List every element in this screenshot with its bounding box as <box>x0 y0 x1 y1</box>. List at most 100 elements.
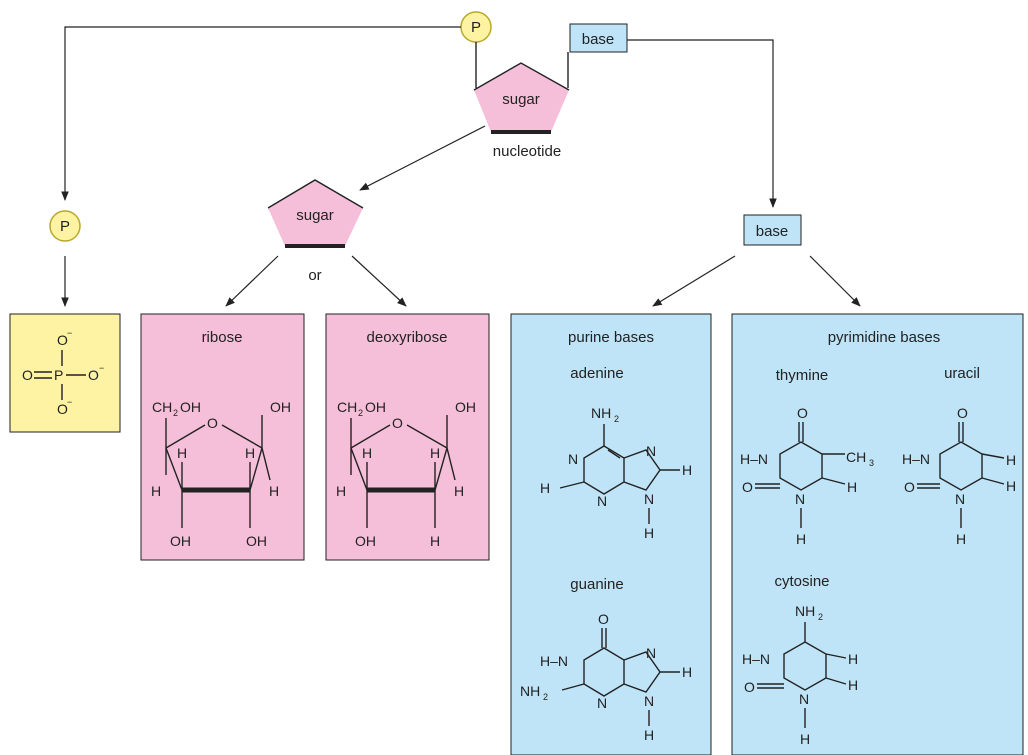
svg-text:OH: OH <box>246 533 267 549</box>
svg-text:H: H <box>454 483 464 499</box>
sugar-pentagon <box>268 180 363 246</box>
svg-text:O: O <box>797 405 808 421</box>
svg-text:N: N <box>795 491 805 507</box>
nucleotide-phosphate-label: P <box>471 19 481 36</box>
svg-text:OH: OH <box>355 533 376 549</box>
uracil-label: uracil <box>944 365 980 382</box>
thymine-structure: O H–N O CH 3 H N H <box>740 405 874 547</box>
svg-text:2: 2 <box>543 692 548 702</box>
svg-text:H: H <box>847 479 857 495</box>
svg-text:O: O <box>57 332 68 348</box>
svg-text:H: H <box>245 445 255 461</box>
svg-text:O: O <box>957 405 968 421</box>
svg-text:N: N <box>646 443 656 459</box>
svg-text:CH: CH <box>152 399 172 415</box>
svg-text:H: H <box>796 531 806 547</box>
deoxyribose-box <box>325 313 490 561</box>
svg-text:H: H <box>1006 478 1016 494</box>
purine-box <box>510 313 712 755</box>
svg-text:OH: OH <box>180 399 201 415</box>
pyrimidine-box <box>731 313 1024 755</box>
svg-text:OH: OH <box>270 399 291 415</box>
pyrimidine-title: pyrimidine bases <box>828 329 941 346</box>
svg-text:H: H <box>151 483 161 499</box>
nucleotide-base-box <box>569 23 628 53</box>
flow-to-phosphate <box>61 26 461 201</box>
svg-text:N: N <box>644 693 654 709</box>
svg-text:N: N <box>644 491 654 507</box>
svg-text:H: H <box>848 651 858 667</box>
svg-text:OH: OH <box>455 399 476 415</box>
svg-text:O: O <box>742 479 753 495</box>
svg-text:O: O <box>22 367 33 383</box>
deoxyribose-title: deoxyribose <box>367 329 448 346</box>
svg-text:H: H <box>177 445 187 461</box>
svg-text:H: H <box>1006 452 1016 468</box>
base-branch: base purine bases adenine NH 2 N N N N H… <box>510 214 1024 755</box>
svg-text:H: H <box>800 731 810 747</box>
guanine-label: guanine <box>570 576 623 593</box>
ribose-box <box>140 313 305 561</box>
flow-to-base <box>627 39 777 208</box>
svg-text:H: H <box>956 531 966 547</box>
nucleotide-sugar-label: sugar <box>502 91 540 108</box>
svg-text:H–N: H–N <box>540 653 568 669</box>
nucleotide-sugar-pentagon <box>474 63 569 132</box>
svg-text:H: H <box>682 462 692 478</box>
purine-title: purine bases <box>568 329 654 346</box>
sugar-or-text: or <box>308 267 321 284</box>
phosphate-label: P <box>60 218 70 235</box>
guanine-structure: O H–N N N N H NH 2 H <box>520 611 692 743</box>
svg-text:−: − <box>99 363 104 373</box>
svg-text:CH: CH <box>846 449 866 465</box>
svg-text:H: H <box>362 445 372 461</box>
svg-text:N: N <box>597 493 607 509</box>
svg-text:2: 2 <box>173 408 178 418</box>
svg-text:CH: CH <box>337 399 357 415</box>
svg-text:O: O <box>207 415 218 431</box>
svg-text:2: 2 <box>614 414 619 424</box>
svg-text:O: O <box>57 401 68 417</box>
svg-text:O: O <box>392 415 403 431</box>
svg-text:H: H <box>644 525 654 541</box>
svg-text:O: O <box>744 679 755 695</box>
ribose-title: ribose <box>202 329 243 346</box>
svg-text:P: P <box>54 367 63 383</box>
svg-text:H: H <box>540 480 550 496</box>
base-label: base <box>756 223 789 240</box>
thymine-label: thymine <box>776 367 829 384</box>
adenine-label: adenine <box>570 365 623 382</box>
ribose-structure: CH 2 OH O OH H H H H OH OH <box>151 399 291 549</box>
svg-text:N: N <box>799 691 809 707</box>
svg-text:O: O <box>88 367 99 383</box>
svg-text:N: N <box>646 645 656 661</box>
sugar-branch: sugar or ribose CH 2 OH O OH H H H <box>140 179 490 561</box>
sugar-label: sugar <box>296 207 334 224</box>
svg-text:H–N: H–N <box>742 651 770 667</box>
svg-text:H: H <box>682 664 692 680</box>
svg-text:−: − <box>67 397 72 407</box>
nucleotide-base-label: base <box>582 31 615 48</box>
deoxyribose-structure: CH 2 OH O OH H H H H OH H <box>336 399 476 549</box>
svg-text:OH: OH <box>365 399 386 415</box>
svg-text:OH: OH <box>170 533 191 549</box>
svg-text:H: H <box>430 445 440 461</box>
svg-text:N: N <box>955 491 965 507</box>
svg-text:H–N: H–N <box>740 451 768 467</box>
adenine-structure: NH 2 N N N N H H H <box>540 405 692 541</box>
svg-text:H: H <box>848 677 858 693</box>
svg-text:−: − <box>67 328 72 338</box>
svg-text:H–N: H–N <box>902 451 930 467</box>
svg-text:2: 2 <box>818 612 823 622</box>
flow-to-sugar <box>359 125 486 191</box>
svg-text:N: N <box>597 695 607 711</box>
phosphate-branch: P O − O P O − O − <box>9 210 121 433</box>
base-box <box>743 214 802 246</box>
svg-text:NH: NH <box>520 683 540 699</box>
svg-text:H: H <box>430 533 440 549</box>
svg-text:NH: NH <box>591 405 611 421</box>
phosphate-box <box>9 313 121 433</box>
svg-text:H: H <box>336 483 346 499</box>
svg-text:O: O <box>598 611 609 627</box>
